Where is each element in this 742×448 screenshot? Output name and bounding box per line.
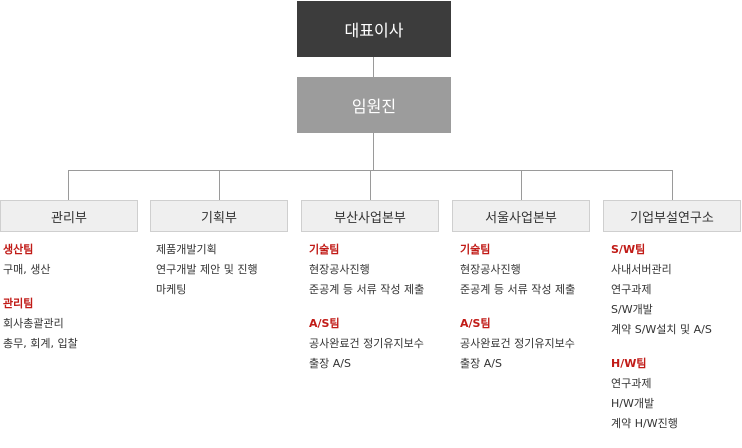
dept-details-research: S/W팀 사내서버관리 연구과제 S/W개발 계약 S/W설치 및 A/S H/… bbox=[611, 240, 712, 448]
team-item: 사내서버관리 bbox=[611, 263, 672, 276]
team-item: 출장 A/S bbox=[460, 357, 502, 370]
team-title: A/S팀 bbox=[309, 317, 340, 330]
dept-box-research: 기업부설연구소 bbox=[603, 200, 741, 232]
team-item: 마케팅 bbox=[156, 283, 187, 296]
team-item: 총무, 회계, 입찰 bbox=[3, 337, 78, 350]
team-item: 연구개발 제안 및 진행 bbox=[156, 263, 258, 276]
team-item: 준공계 등 서류 작성 제출 bbox=[460, 283, 576, 296]
dept-label: 기획부 bbox=[201, 210, 237, 226]
team-item: 계약 H/W진행 bbox=[611, 417, 678, 430]
connector-dept-1 bbox=[68, 170, 69, 200]
connector-ceo-exec bbox=[373, 57, 374, 77]
dept-box-busan: 부산사업본부 bbox=[301, 200, 439, 232]
dept-details-planning: 제품개발기획 연구개발 제안 및 진행 마케팅 bbox=[156, 240, 258, 314]
team-item: 계약 S/W설치 및 A/S bbox=[611, 323, 712, 336]
dept-box-management: 관리부 bbox=[0, 200, 138, 232]
dept-details-seoul: 기술팀 현장공사진행 준공계 등 서류 작성 제출 A/S팀 공사완료건 정기유… bbox=[460, 240, 575, 388]
team-item: 공사완료건 정기유지보수 bbox=[460, 337, 575, 350]
team-item: 공사완료건 정기유지보수 bbox=[309, 337, 424, 350]
team-block: A/S팀 공사완료건 정기유지보수 출장 A/S bbox=[309, 314, 424, 374]
team-item: S/W개발 bbox=[611, 303, 653, 316]
dept-box-planning: 기획부 bbox=[150, 200, 288, 232]
team-item: 연구과제 bbox=[611, 377, 652, 390]
dept-details-management: 생산팀 구매, 생산 관리팀 회사총괄관리 총무, 회계, 입찰 bbox=[3, 240, 78, 368]
ceo-label: 대표이사 bbox=[344, 21, 404, 40]
team-block: 관리팀 회사총괄관리 총무, 회계, 입찰 bbox=[3, 294, 78, 354]
team-title: 기술팀 bbox=[460, 243, 491, 256]
team-item: 출장 A/S bbox=[309, 357, 351, 370]
dept-label: 관리부 bbox=[51, 210, 87, 226]
team-block: S/W팀 사내서버관리 연구과제 S/W개발 계약 S/W설치 및 A/S bbox=[611, 240, 712, 340]
team-title: 관리팀 bbox=[3, 297, 34, 310]
team-item: 현장공사진행 bbox=[309, 263, 370, 276]
dept-details-busan: 기술팀 현장공사진행 준공계 등 서류 작성 제출 A/S팀 공사완료건 정기유… bbox=[309, 240, 424, 388]
team-item: 구매, 생산 bbox=[3, 263, 51, 276]
team-title: H/W팀 bbox=[611, 357, 647, 370]
team-item: 연구과제 bbox=[611, 283, 652, 296]
team-item: 회사총괄관리 bbox=[3, 317, 64, 330]
team-block: 기술팀 현장공사진행 준공계 등 서류 작성 제출 bbox=[309, 240, 424, 300]
connector-dept-3 bbox=[370, 170, 371, 200]
connector-exec-down bbox=[373, 133, 374, 171]
exec-label: 임원진 bbox=[351, 97, 397, 116]
team-item: H/W개발 bbox=[611, 397, 655, 410]
team-block: 기술팀 현장공사진행 준공계 등 서류 작성 제출 bbox=[460, 240, 575, 300]
ceo-box: 대표이사 bbox=[297, 1, 451, 57]
team-block: 생산팀 구매, 생산 bbox=[3, 240, 78, 280]
team-block: H/W팀 연구과제 H/W개발 계약 H/W진행 bbox=[611, 354, 712, 434]
team-item: 제품개발기획 bbox=[156, 243, 217, 256]
connector-dept-4 bbox=[521, 170, 522, 200]
connector-dept-2 bbox=[219, 170, 220, 200]
team-block: A/S팀 공사완료건 정기유지보수 출장 A/S bbox=[460, 314, 575, 374]
dept-label: 기업부설연구소 bbox=[630, 210, 714, 226]
team-item: 현장공사진행 bbox=[460, 263, 521, 276]
dept-label: 서울사업본부 bbox=[485, 210, 557, 226]
team-title: A/S팀 bbox=[460, 317, 491, 330]
connector-dept-5 bbox=[672, 170, 673, 200]
team-title: 기술팀 bbox=[309, 243, 340, 256]
dept-box-seoul: 서울사업본부 bbox=[452, 200, 590, 232]
team-item: 준공계 등 서류 작성 제출 bbox=[309, 283, 425, 296]
exec-box: 임원진 bbox=[297, 77, 451, 133]
team-title: S/W팀 bbox=[611, 243, 646, 256]
dept-label: 부산사업본부 bbox=[334, 210, 406, 226]
team-title: 생산팀 bbox=[3, 243, 34, 256]
team-block: 제품개발기획 연구개발 제안 및 진행 마케팅 bbox=[156, 240, 258, 300]
